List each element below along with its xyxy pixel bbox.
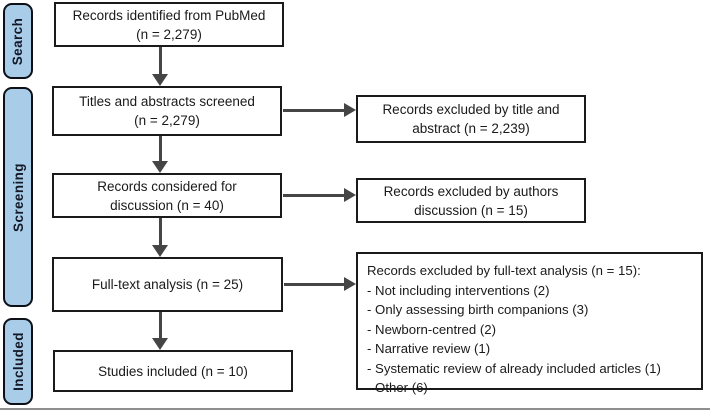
- stage-search-label: Search: [10, 17, 26, 65]
- box-studies-included-line1: Studies included (n = 10): [98, 363, 248, 379]
- figure-bottom-rule: [0, 408, 710, 410]
- arrow-right-2-stem: [283, 194, 345, 197]
- arrow-down-2-stem: [159, 136, 162, 162]
- stage-included-label: Included: [10, 332, 26, 391]
- arrow-right-1-head: [344, 103, 356, 117]
- box-records-identified-text: Records identified from PubMed (n = 2,27…: [73, 6, 266, 44]
- stage-search: Search: [3, 3, 33, 79]
- exclusion-item-6: - Other (6): [367, 380, 428, 395]
- stage-screening-label: Screening: [10, 162, 26, 232]
- box-excluded-full-text-heading: Records excluded by full-text analysis (…: [367, 263, 641, 278]
- arrow-down-4-head: [152, 338, 168, 350]
- exclusion-item-5: - Systematic review of already included …: [367, 360, 661, 376]
- box-full-text-analysis-line1: Full-text analysis (n = 25): [91, 277, 244, 292]
- box-full-text-analysis: Full-text analysis (n = 25): [52, 257, 283, 312]
- box-full-text-analysis-text: Full-text analysis (n = 25): [92, 275, 243, 294]
- box-excluded-authors-discussion: Records excluded by authors discussion (…: [356, 178, 586, 223]
- arrow-down-3-stem: [159, 218, 162, 246]
- box-excluded-title-abstract-line1: Records excluded by title and: [382, 102, 560, 117]
- exclusion-item-2: - Only assessing birth companions (3): [367, 302, 589, 317]
- box-excluded-title-abstract-line2: abstract (n = 2,239): [412, 121, 530, 136]
- arrow-right-2-head: [344, 188, 356, 202]
- exclusion-item-1: - Not including interventions (2): [367, 282, 550, 298]
- box-excluded-authors-line2: discussion (n = 15): [414, 202, 528, 218]
- box-records-considered-line2: discussion (n = 40): [110, 197, 224, 213]
- stage-included: Included: [3, 318, 33, 405]
- exclusion-item-3: - Newborn-centred (2): [367, 321, 496, 337]
- box-excluded-authors-discussion-text: Records excluded by authors discussion (…: [384, 182, 559, 220]
- box-titles-abstracts-screened: Titles and abstracts screened (n = 2,279…: [52, 86, 282, 136]
- box-records-considered-text: Records considered for discussion (n = 4…: [97, 177, 237, 215]
- box-records-identified-line2: (n = 2,279): [136, 26, 202, 42]
- arrow-right-3-head: [344, 277, 356, 291]
- arrow-down-3-head: [152, 245, 168, 257]
- box-records-identified-line1: Records identified from PubMed: [72, 7, 266, 23]
- arrow-down-4-stem: [159, 312, 162, 339]
- box-excluded-authors-line1: Records excluded by authors: [383, 183, 559, 199]
- box-studies-included-text: Studies included (n = 10): [98, 362, 248, 381]
- arrow-right-1-stem: [283, 109, 345, 112]
- arrow-down-1-stem: [159, 47, 162, 75]
- box-titles-abstracts-line1: Titles and abstracts screened: [79, 94, 255, 109]
- box-records-considered-line1: Records considered for: [97, 178, 237, 194]
- box-excluded-title-abstract: Records excluded by title and abstract (…: [356, 95, 586, 143]
- box-titles-abstracts-screened-text: Titles and abstracts screened (n = 2,279…: [79, 92, 255, 130]
- stage-screening: Screening: [3, 87, 33, 307]
- arrow-down-1-head: [152, 74, 168, 86]
- exclusion-item-4: - Narrative review (1): [367, 341, 491, 356]
- box-studies-included: Studies included (n = 10): [53, 350, 293, 392]
- box-titles-abstracts-line2: (n = 2,279): [134, 113, 200, 128]
- box-records-identified: Records identified from PubMed (n = 2,27…: [54, 2, 284, 47]
- box-excluded-title-abstract-text: Records excluded by title and abstract (…: [382, 100, 559, 138]
- box-excluded-full-text: Records excluded by full-text analysis (…: [356, 252, 703, 395]
- arrow-down-2-head: [152, 161, 168, 173]
- box-records-considered: Records considered for discussion (n = 4…: [52, 173, 282, 218]
- arrow-right-3-stem: [284, 283, 345, 286]
